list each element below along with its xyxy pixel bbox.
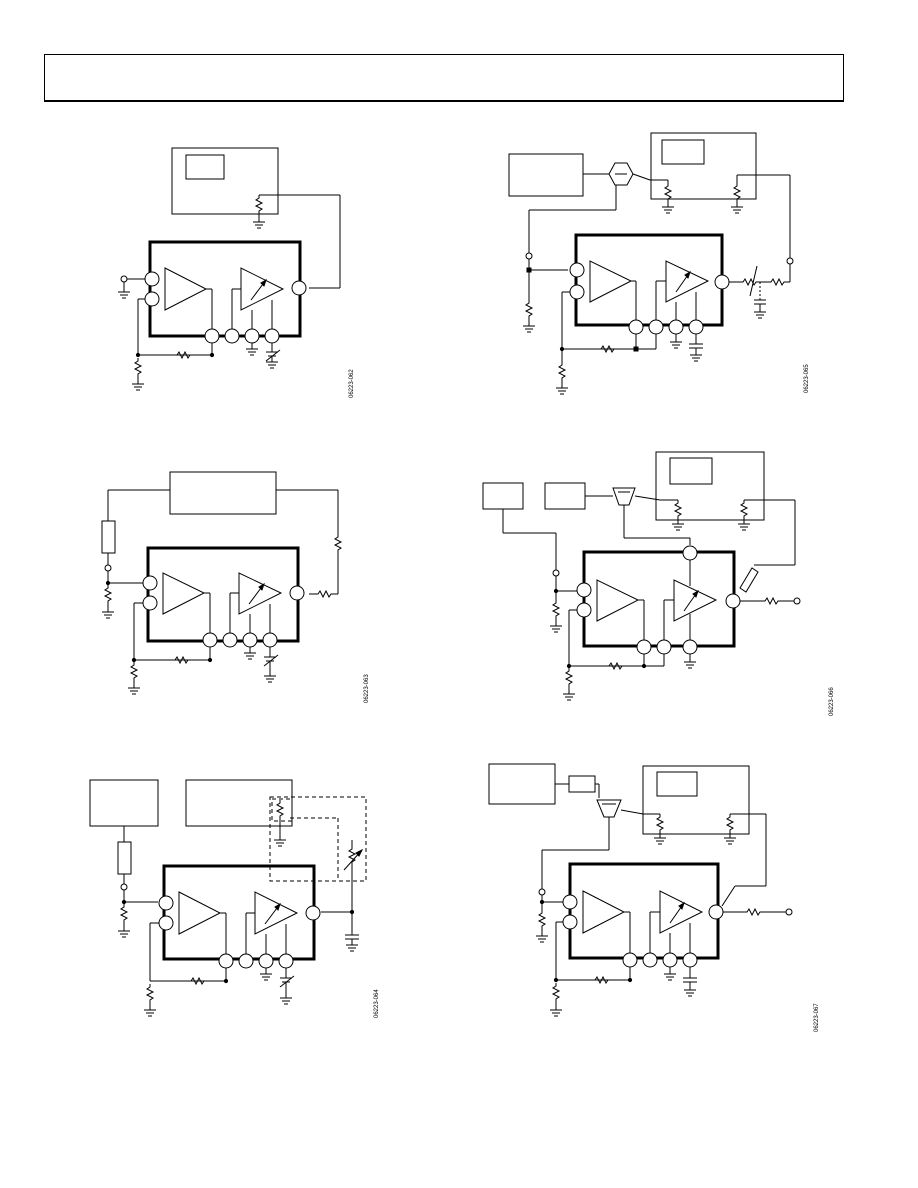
figure-code-065: 06223-065 [804, 364, 810, 393]
circuit-fig-067 [488, 763, 793, 1017]
figure-code-066: 06223-066 [829, 687, 835, 716]
circuit-fig-062 [117, 147, 341, 391]
figure-code-064: 06223-064 [374, 989, 380, 1018]
figure-code-062: 06223-062 [349, 369, 355, 398]
page-header-frame [44, 54, 844, 102]
circuit-fig-066 [482, 451, 801, 701]
circuit-fig-063 [101, 471, 342, 695]
figure-code-063: 06223-063 [364, 674, 370, 703]
circuit-fig-065 [508, 132, 794, 395]
figure-code-067: 06223-067 [814, 1003, 820, 1032]
circuit-fig-064 [89, 779, 367, 1017]
